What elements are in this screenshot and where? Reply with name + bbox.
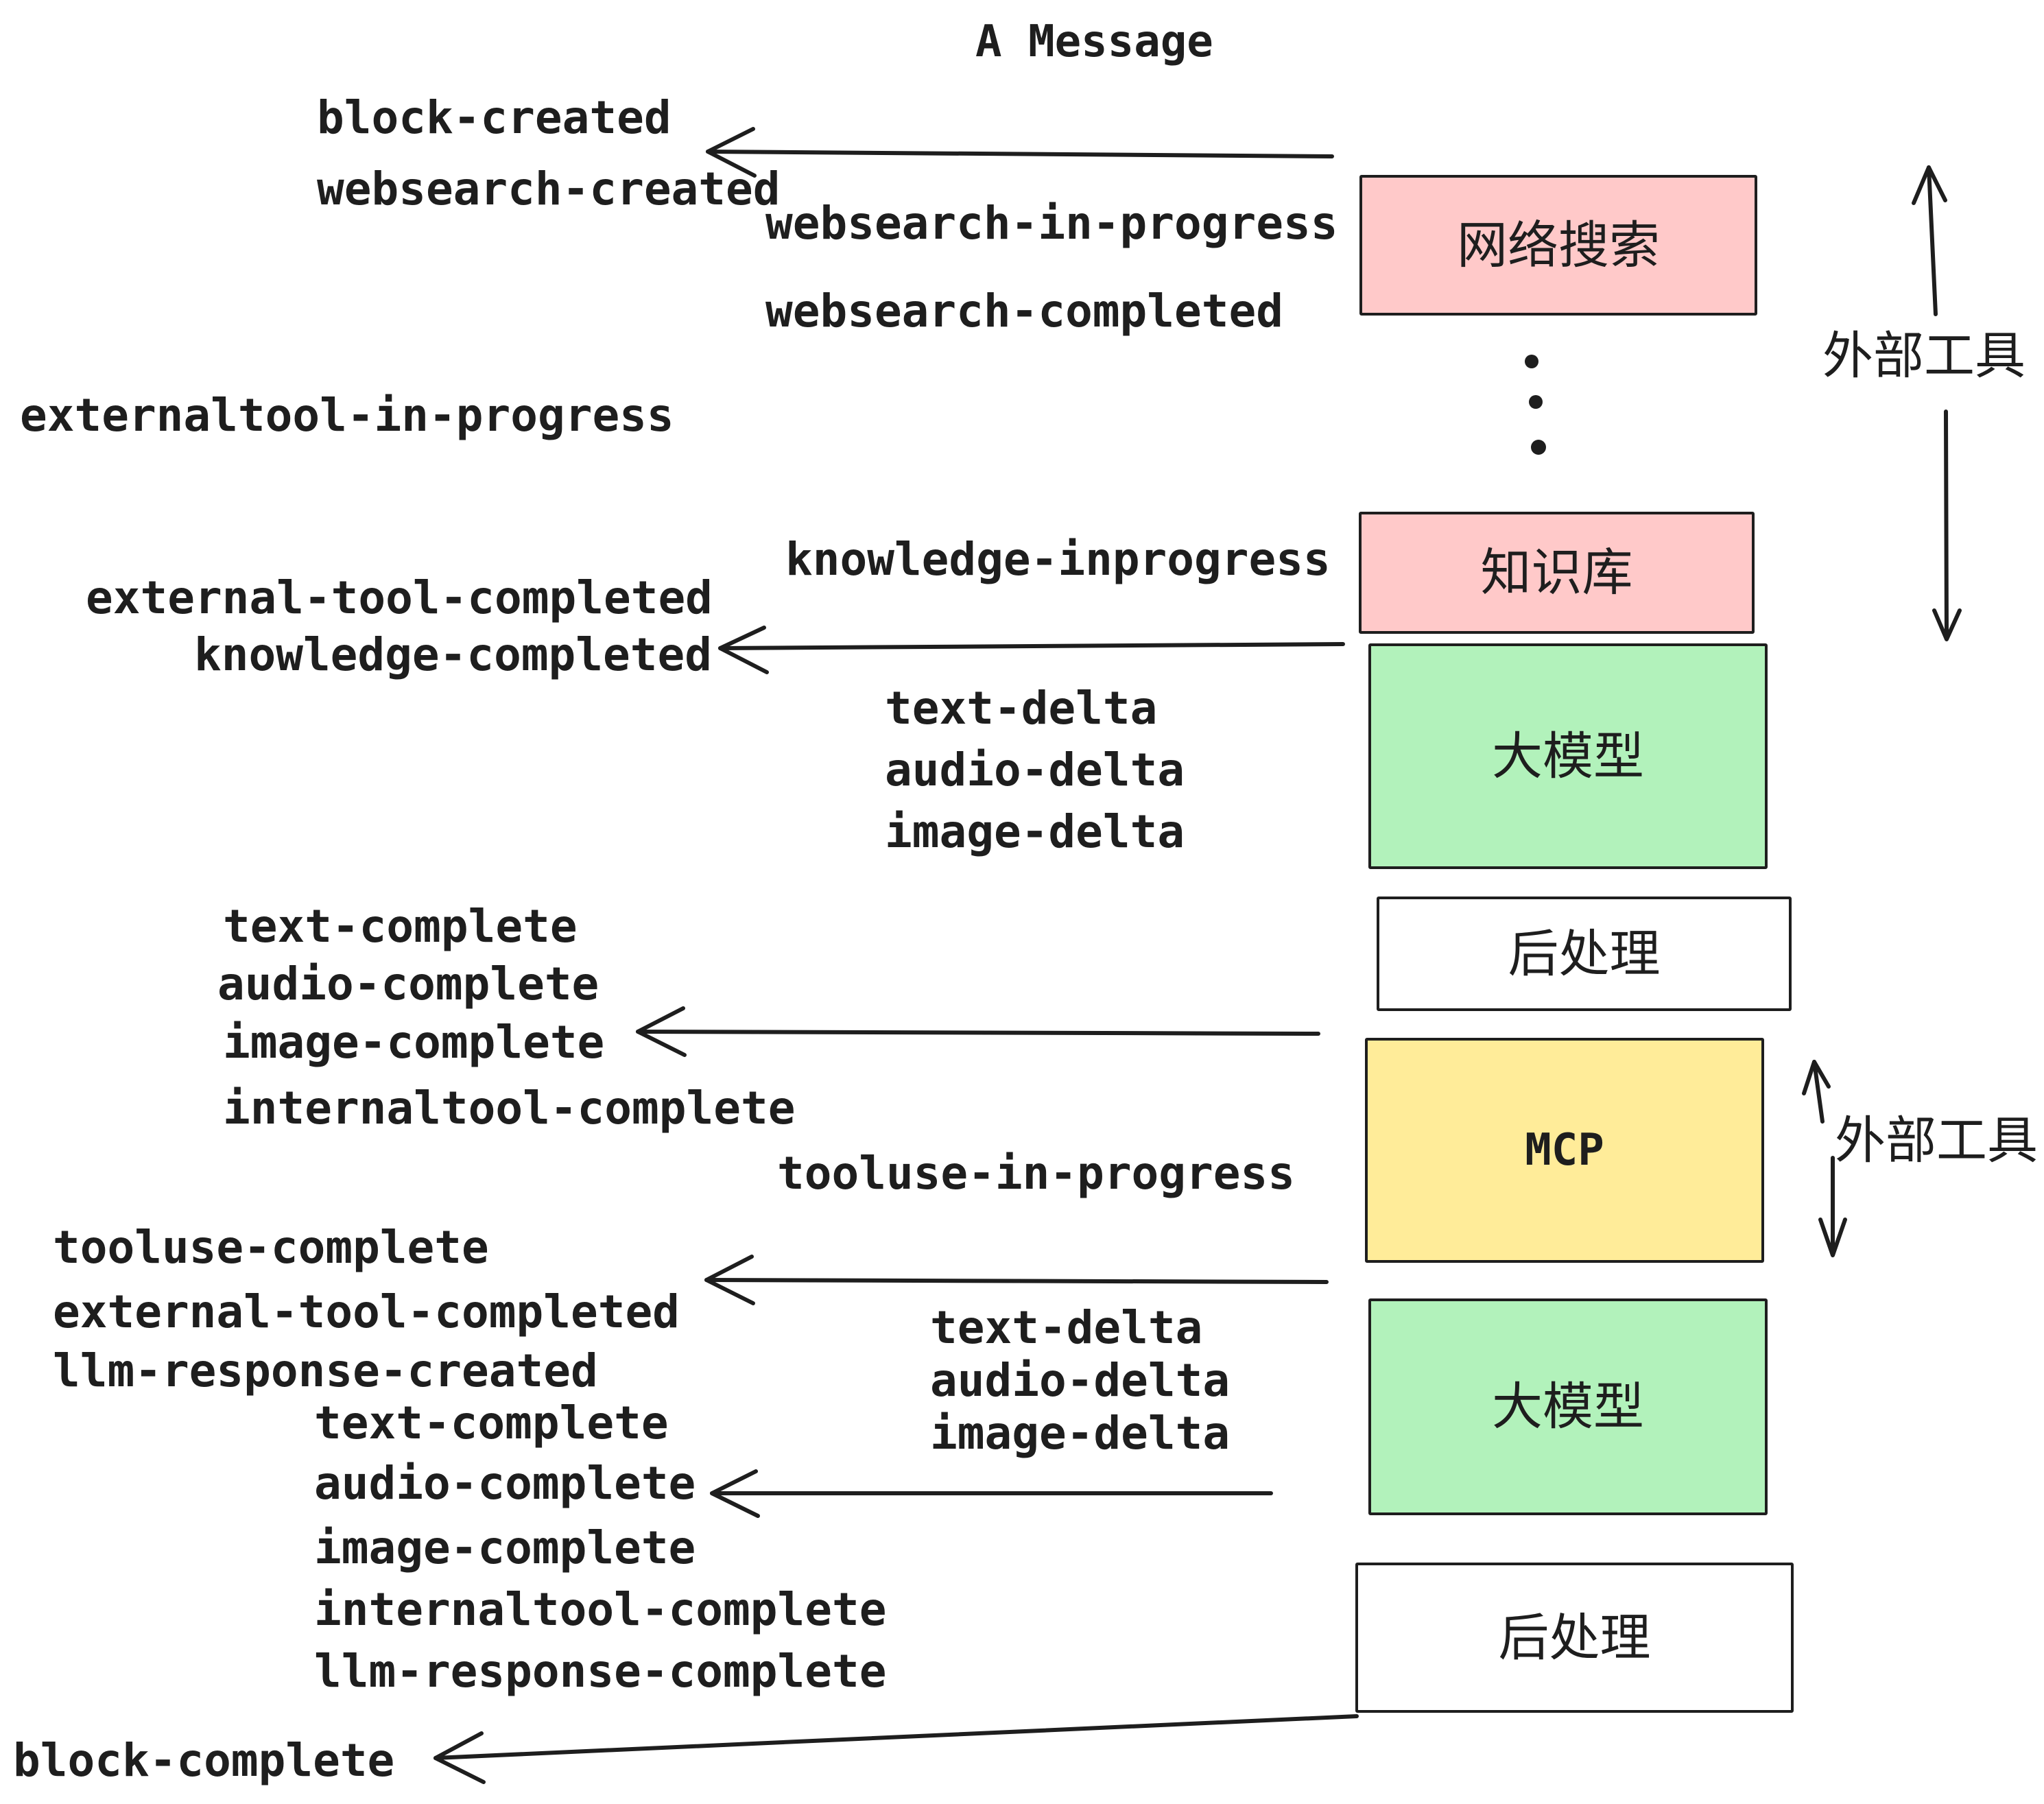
event-text-complete-2: text-complete (314, 1397, 669, 1449)
arrow-postprocess2-to-block-complete (433, 1714, 1359, 1784)
event-audio-complete-1: audio-complete (217, 958, 599, 1010)
event-audio-delta-1: audio-delta (885, 744, 1185, 796)
event-knowledge-completed: knowledge-completed (194, 628, 712, 681)
event-image-complete-1: image-complete (223, 1016, 605, 1069)
event-websearch-completed: websearch-completed (765, 285, 1283, 337)
box-postprocess-2: 后处理 (1355, 1563, 1794, 1713)
event-knowledge-inprogress: knowledge-inprogress (785, 533, 1331, 586)
box-postprocess-1-label: 后处理 (1508, 924, 1661, 984)
arrow-mcp-to-tooluse-complete (704, 1255, 1329, 1305)
external-tools-double-arrow-bottom (1802, 1060, 1847, 1257)
event-image-delta-2: image-delta (930, 1407, 1231, 1460)
arrow-knowledge-to-knowledge-completed (718, 626, 1345, 674)
event-externaltool-in-progress: externaltool-in-progress (20, 389, 674, 442)
event-internaltool-complete-2: internaltool-complete (314, 1583, 887, 1636)
event-tooluse-complete: tooluse-complete (53, 1221, 489, 1274)
event-text-delta-1: text-delta (885, 682, 1158, 735)
event-text-delta-2: text-delta (930, 1301, 1203, 1354)
event-external-tool-completed-2: external-tool-completed (53, 1285, 680, 1338)
box-postprocess-2-label: 后处理 (1498, 1608, 1651, 1667)
event-image-delta-1: image-delta (885, 805, 1185, 858)
box-llm-2: 大模型 (1368, 1298, 1768, 1515)
event-llm-response-complete: llm-response-complete (314, 1645, 887, 1698)
event-block-created: block-created (317, 91, 672, 144)
box-knowledge: 知识库 (1359, 512, 1755, 634)
annotation-external-tools-top: 外部工具 (1822, 327, 2025, 385)
event-llm-response-created: llm-response-created (53, 1344, 598, 1397)
event-websearch-created: websearch-created (317, 163, 781, 215)
box-llm-2-label: 大模型 (1492, 1377, 1644, 1436)
diagram-title: A Message (975, 16, 1213, 67)
event-external-tool-completed-1: external-tool-completed (86, 571, 713, 624)
box-mcp: MCP (1365, 1038, 1764, 1263)
arrow-llm2-to-audio-complete (710, 1469, 1273, 1518)
arrow-postprocess1-to-image-complete (636, 1006, 1320, 1057)
event-audio-delta-2: audio-delta (930, 1354, 1231, 1407)
vertical-ellipsis-dots (1525, 355, 1546, 455)
box-mcp-label: MCP (1525, 1125, 1604, 1176)
event-text-complete-1: text-complete (223, 900, 578, 953)
event-block-complete: block-complete (13, 1734, 395, 1787)
box-websearch-label: 网络搜索 (1457, 215, 1660, 275)
event-internaltool-complete-1: internaltool-complete (223, 1082, 796, 1135)
event-tooluse-in-progress: tooluse-in-progress (777, 1147, 1295, 1200)
event-websearch-in-progress: websearch-in-progress (765, 197, 1338, 250)
box-llm-1: 大模型 (1368, 643, 1768, 869)
annotation-external-tools-bottom: 外部工具 (1835, 1111, 2038, 1170)
event-audio-complete-2: audio-complete (314, 1457, 696, 1510)
box-llm-1-label: 大模型 (1492, 726, 1644, 786)
box-postprocess-1: 后处理 (1377, 897, 1792, 1011)
external-tools-double-arrow-top (1912, 165, 1962, 641)
box-knowledge-label: 知识库 (1480, 543, 1633, 602)
box-websearch: 网络搜索 (1359, 175, 1757, 316)
event-image-complete-2: image-complete (314, 1521, 696, 1574)
arrow-websearch-to-block-created (706, 127, 1334, 178)
